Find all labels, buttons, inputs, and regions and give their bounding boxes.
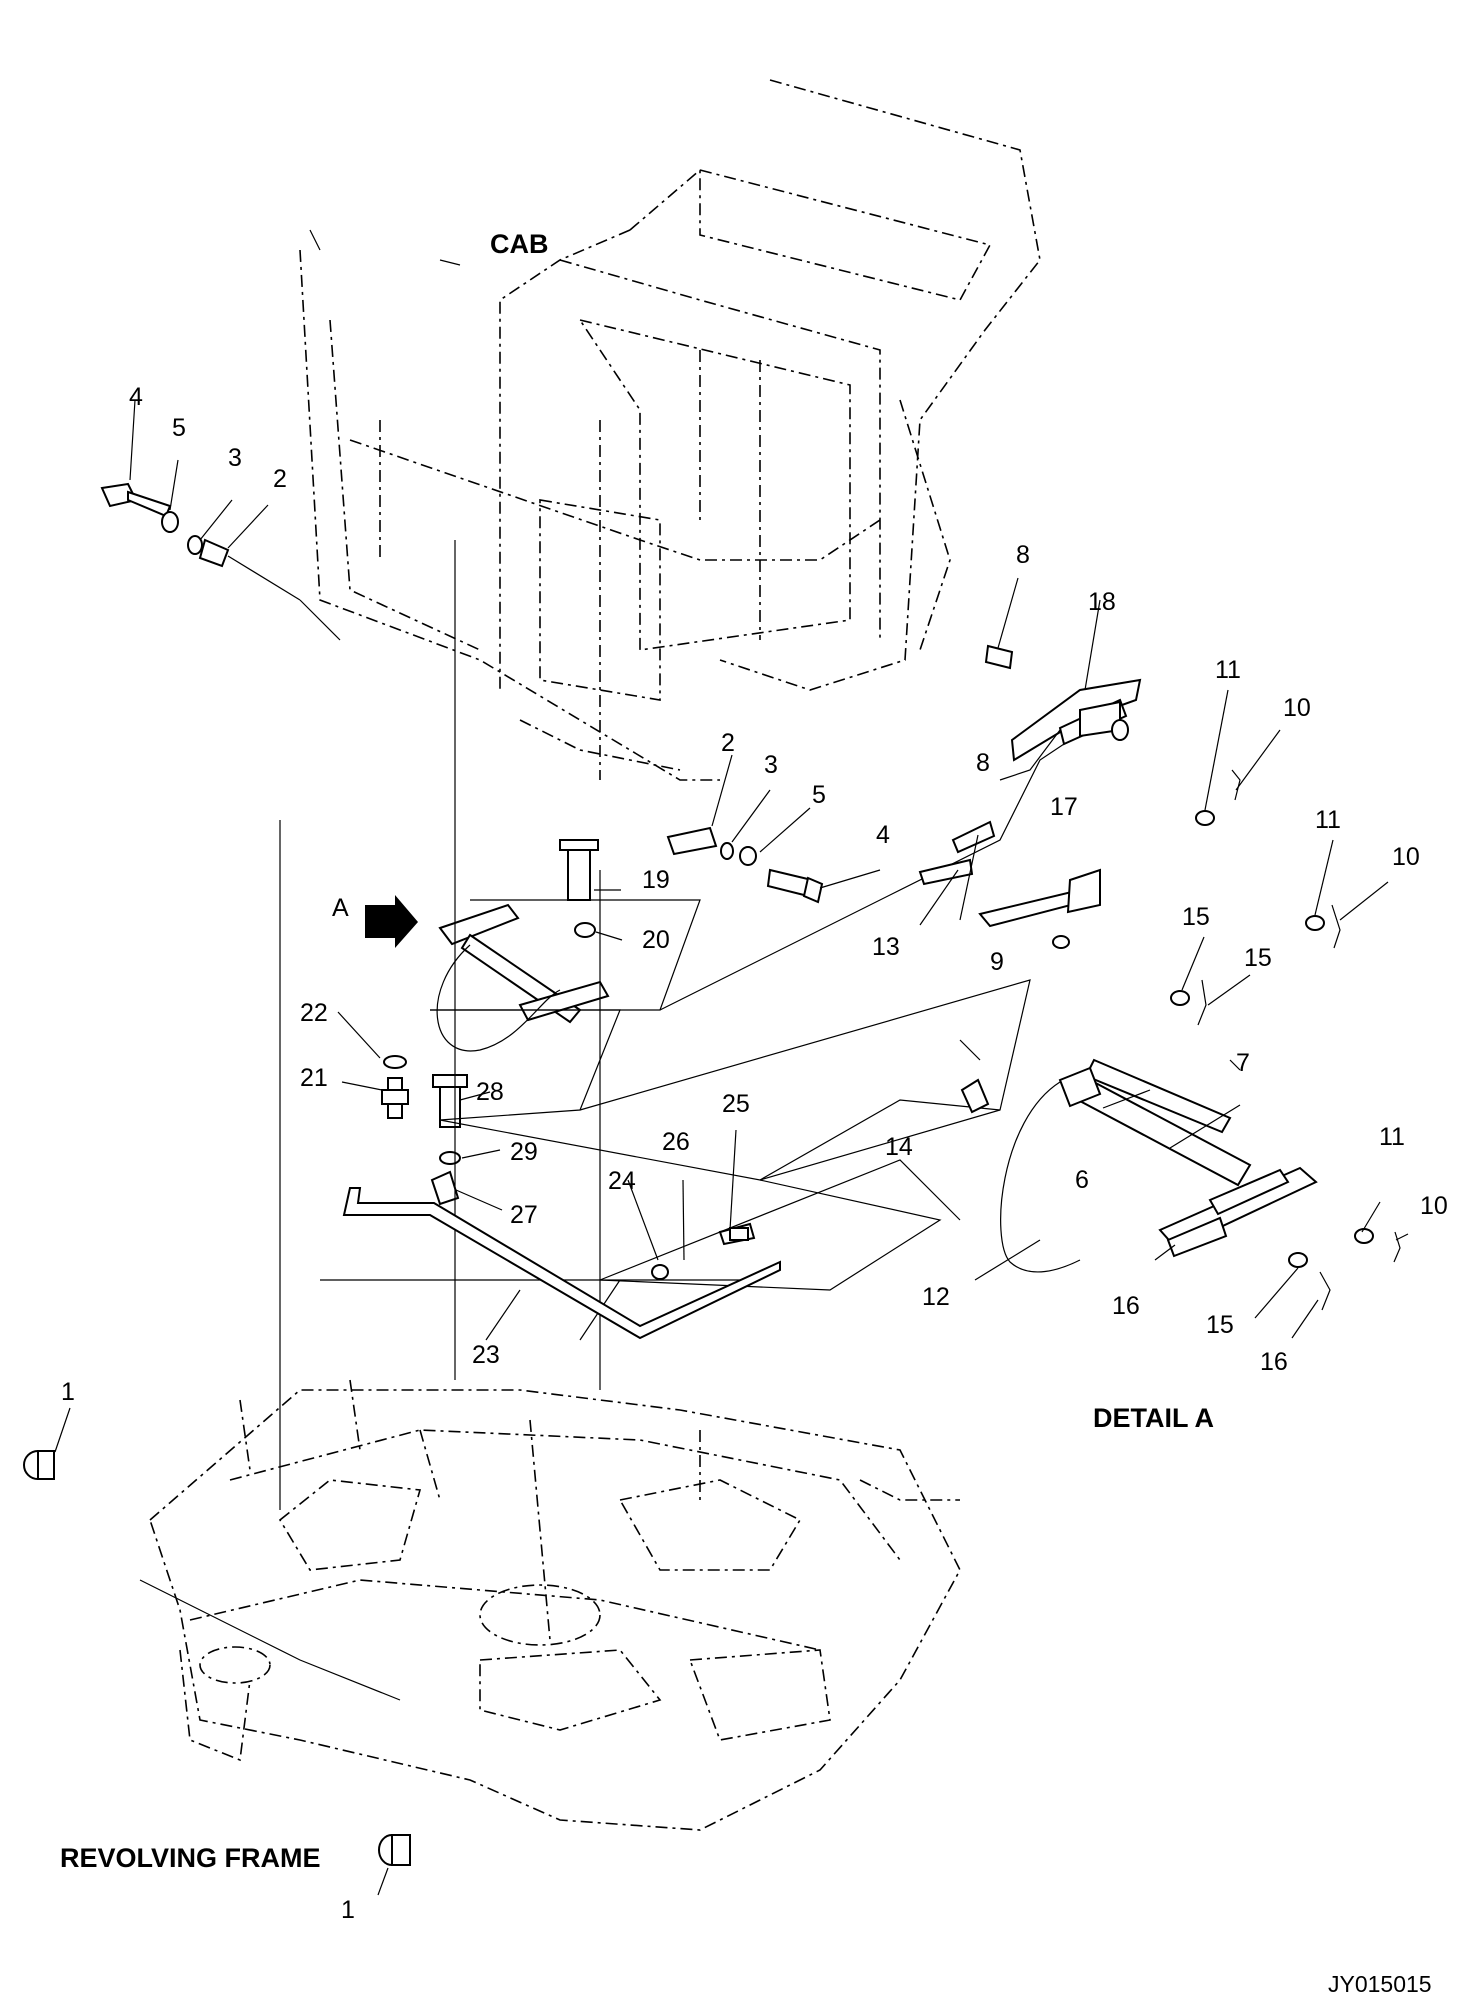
callout-10: 10 <box>1283 694 1311 722</box>
callout-2: 2 <box>273 465 287 493</box>
callout-23: 22 <box>300 999 328 1027</box>
callout-21: 20 <box>642 926 670 954</box>
leader-lines <box>54 399 1409 1896</box>
detail-a-label: DETAIL A <box>1093 1403 1214 1433</box>
callout-29: 28 <box>476 1078 504 1106</box>
callout-16: 15 <box>1244 944 1272 972</box>
callout-15: 15 <box>1206 1311 1234 1339</box>
revolving-frame-label: REVOLVING FRAME <box>60 1843 321 1873</box>
callout-5: 5 <box>172 414 186 442</box>
callout-10: 10 <box>1420 1192 1448 1220</box>
bushings <box>23 1450 411 1866</box>
callout-11: 11 <box>1215 656 1241 684</box>
detail-guide-lines <box>279 540 1101 1510</box>
callout-24: 23 <box>472 1341 500 1369</box>
callout-6: 6 <box>1075 1166 1089 1194</box>
cab-outline <box>299 79 1041 781</box>
callout-3: 3 <box>228 444 242 472</box>
callout-9: 9 <box>990 948 1004 976</box>
callout-11: 11 <box>1379 1123 1405 1151</box>
lock-rod <box>342 1187 781 1340</box>
callout-numbers: 1 1 2 2 3 3 4 4 5 5 6 7 8 8 9 10 10 10 1… <box>61 383 1448 1924</box>
callout-11: 11 <box>1315 806 1341 834</box>
callout-7: 7 <box>1236 1049 1250 1077</box>
callout-28: 27 <box>510 1201 538 1229</box>
callout-1: 1 <box>341 1896 355 1924</box>
callout-30: 29 <box>510 1138 538 1166</box>
callout-16: 16 <box>1260 1348 1288 1376</box>
view-a-label: A <box>332 894 349 922</box>
callout-3: 3 <box>764 751 778 779</box>
callout-2: 2 <box>721 729 735 757</box>
callout-17: 16 <box>1112 1292 1140 1320</box>
callout-10: 10 <box>1392 843 1420 871</box>
callout-20: 19 <box>642 866 670 894</box>
callout-26: 25 <box>722 1090 750 1118</box>
callout-25: 24 <box>608 1167 636 1195</box>
view-arrow <box>365 895 418 948</box>
callout-1: 1 <box>61 1378 75 1406</box>
callout-14: 14 <box>885 1133 913 1161</box>
callout-5: 5 <box>812 781 826 809</box>
callout-22: 21 <box>300 1064 328 1092</box>
callout-15: 15 <box>1182 903 1210 931</box>
callout-27: 26 <box>662 1128 690 1156</box>
drawing-code: JY015015 <box>1328 1971 1432 1997</box>
cab-label: CAB <box>490 229 549 259</box>
callout-8: 8 <box>1016 541 1030 569</box>
callout-4: 4 <box>876 821 890 849</box>
callout-19: 18 <box>1088 588 1116 616</box>
callout-18: 17 <box>1050 793 1078 821</box>
callout-4: 4 <box>129 383 143 411</box>
callout-8: 8 <box>976 749 990 777</box>
left-mount-hardware <box>100 482 301 601</box>
callout-12: 12 <box>922 1283 950 1311</box>
callout-13: 13 <box>872 933 900 961</box>
detail-a-parts <box>918 644 1401 1311</box>
revolving-frame-outline <box>139 1379 961 1831</box>
right-mount-hardware <box>666 826 824 904</box>
lock-bracket-assembly <box>381 839 610 1206</box>
